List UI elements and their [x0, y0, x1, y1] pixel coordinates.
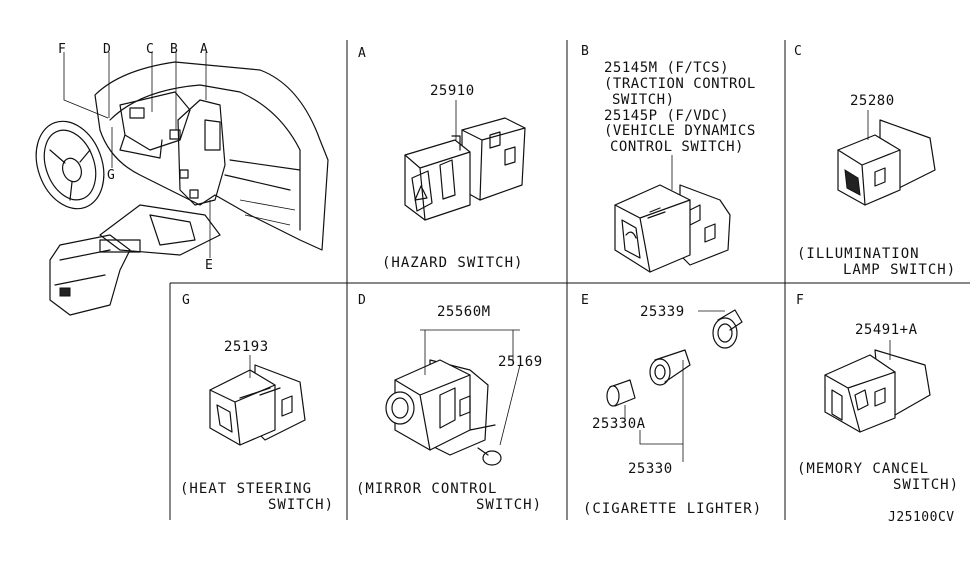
callout-f: F: [58, 42, 67, 57]
panel-g-caption-line2: SWITCH): [268, 497, 335, 513]
panel-e-part-number-1: 25339: [640, 304, 685, 320]
panel-b-line6: CONTROL SWITCH): [610, 139, 744, 155]
panel-c-caption-line1: (ILLUMINATION: [797, 246, 920, 262]
callout-b: B: [170, 42, 179, 57]
panel-f-caption-line1: (MEMORY CANCEL: [797, 461, 930, 477]
panel-b-letter: B: [581, 44, 590, 59]
panel-b-line2: (TRACTION CONTROL: [604, 76, 756, 92]
heat-steering-switch-illustration: [209, 355, 306, 446]
illumination-lamp-switch-illustration: [837, 110, 936, 206]
callout-d: D: [103, 42, 112, 57]
panel-d-caption-line2: SWITCH): [476, 497, 543, 513]
callout-a: A: [200, 42, 209, 57]
callout-c: C: [146, 42, 155, 57]
panel-e-caption: (CIGARETTE LIGHTER): [583, 501, 763, 517]
panel-b-line5: (VEHICLE DYNAMICS: [604, 123, 756, 139]
panel-e-letter: E: [581, 293, 590, 308]
hazard-switch-illustration: [404, 100, 526, 221]
panel-f-part-number: 25491+A: [855, 322, 918, 338]
panel-d-letter: D: [358, 293, 367, 308]
panel-c-part-number: 25280: [850, 93, 895, 109]
panel-c-letter: C: [794, 44, 803, 59]
panel-d-caption-line1: (MIRROR CONTROL: [356, 481, 498, 497]
panel-b-line3: SWITCH): [612, 92, 675, 108]
panel-c-caption-line2: LAMP SWITCH): [843, 262, 957, 278]
panel-b-line1: 25145M (F/TCS): [604, 60, 730, 76]
panel-d-part-number-2: 25169: [498, 354, 543, 370]
panel-g-caption-line1: (HEAT STEERING: [180, 481, 313, 497]
callout-e: E: [205, 258, 214, 273]
traction-control-switch-illustration: [614, 155, 731, 273]
panel-a-caption: (HAZARD SWITCH): [382, 255, 524, 271]
panel-b-line4: 25145P (F/VDC): [604, 108, 730, 124]
panel-a-letter: A: [358, 46, 367, 61]
cigarette-lighter-illustration: [606, 309, 743, 462]
dashboard-overview-illustration: [35, 52, 329, 316]
panel-e-part-number-2: 25330A: [592, 416, 646, 432]
callout-g: G: [107, 168, 116, 183]
panel-g-letter: G: [182, 293, 191, 308]
panel-g-part-number: 25193: [224, 339, 269, 355]
panel-f-letter: F: [796, 293, 805, 308]
mirror-control-switch-illustration: [385, 329, 521, 466]
diagram-code: J25100CV: [888, 510, 955, 525]
memory-cancel-switch-illustration: [824, 340, 931, 433]
panel-grid: [169, 40, 970, 520]
panel-f-caption-line2: SWITCH): [893, 477, 960, 493]
panel-a-part-number: 25910: [430, 83, 475, 99]
panel-e-part-number-3: 25330: [628, 461, 673, 477]
panel-d-part-number-1: 25560M: [437, 304, 491, 320]
